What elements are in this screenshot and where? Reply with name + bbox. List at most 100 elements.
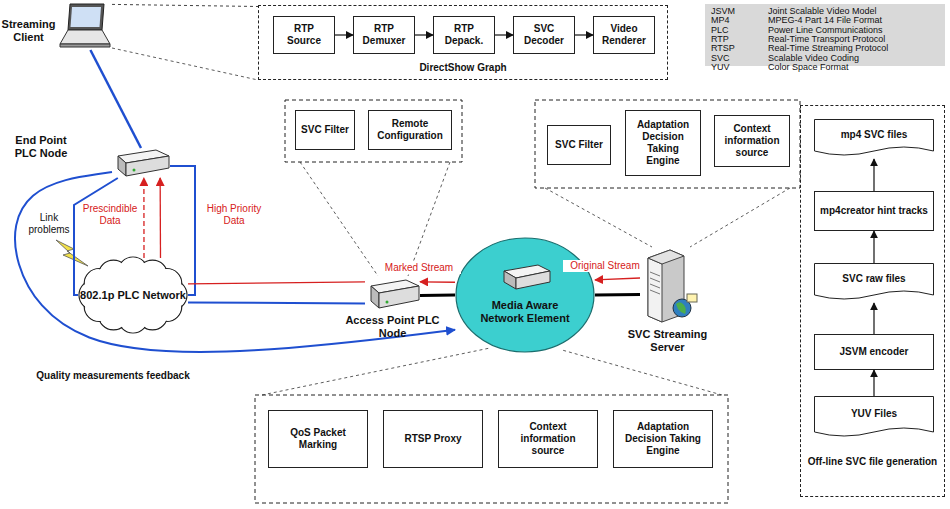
box-text: 802.1p PLC Network	[80, 289, 186, 302]
plc-node: End Point PLC Node	[112, 148, 170, 178]
table-abbreviation: PLC	[711, 26, 729, 35]
edge-label: Quality measurements feedback	[2, 370, 224, 382]
flow-arrow	[873, 231, 874, 263]
edge-label: High Priority Data	[201, 203, 267, 227]
leader-line	[112, 4, 258, 6]
document-outline	[815, 397, 934, 437]
stream-line	[188, 282, 365, 284]
table-description: Joint Scalable Video Model	[768, 7, 876, 16]
module-box: QoS Packet Marking	[268, 410, 368, 468]
table-description: Power Line Communications	[768, 26, 883, 35]
module-box: Remote Configuration	[368, 110, 452, 150]
device-front	[516, 271, 550, 289]
box-text: Video Renderer	[594, 21, 654, 49]
device-side	[118, 156, 126, 176]
device-led	[133, 169, 136, 172]
plc-node: Access Point PLC Node	[365, 278, 420, 310]
ellipse-drawing	[455, 237, 595, 353]
server-slot	[650, 278, 660, 282]
node-label: SVC Streaming Server	[615, 328, 720, 354]
table-abbreviation: YUV	[711, 63, 730, 72]
table-description: Real-Time Streaming Protocol	[768, 44, 888, 53]
lightning-bolt	[56, 240, 88, 266]
flow-arrow	[873, 370, 874, 396]
directshow-group: DirectShow Graph RTP Source RTP Demuxer RTP…	[258, 5, 668, 80]
leader-line	[690, 188, 790, 247]
document-outline	[815, 120, 934, 156]
leader-lines	[112, 48, 790, 395]
node-label: DirectShow Graph	[259, 62, 667, 74]
box-text: mp4creator hint tracks	[816, 203, 932, 219]
table-abbreviation: JSVM	[711, 7, 735, 16]
table-abbreviation: MP4	[711, 16, 730, 25]
group-outline	[255, 395, 728, 503]
stream-arrow	[420, 281, 455, 283]
module-box: Context information source	[714, 115, 790, 167]
module-box: SVC Filter	[547, 125, 611, 165]
box-text: JSVM encoder	[836, 344, 913, 360]
mane-ellipse: Media Aware Network Element	[455, 237, 595, 353]
leader-line	[300, 162, 378, 276]
client-laptop: Streaming Client	[58, 2, 112, 50]
doc-shape	[815, 397, 934, 437]
box-text: SVC Filter	[551, 137, 607, 153]
server-slot	[650, 290, 660, 294]
edge-label: Marked Stream	[377, 262, 461, 274]
filter-box: Video Renderer	[593, 16, 655, 54]
filter-box: RTP Depack.	[433, 16, 495, 54]
table-description: Scalable Video Coding	[768, 54, 859, 63]
flow-arrow	[575, 34, 593, 35]
node-label: Streaming Client	[1, 18, 56, 44]
node-label: Off-line SVC file generation	[801, 456, 944, 468]
globe-land	[676, 302, 686, 314]
group-outline	[535, 100, 800, 188]
laptop-screen	[68, 4, 104, 30]
device-drawing	[365, 278, 420, 310]
flow-arrow	[415, 34, 433, 35]
box-text: Adaptation Decision Taking Engine	[614, 419, 712, 459]
box-text: SVC raw files	[838, 271, 909, 287]
box-text: SVC Decoder	[514, 21, 574, 49]
leader-line	[545, 188, 652, 247]
ellipse-shape	[456, 238, 594, 352]
file-document: SVC raw files	[814, 263, 934, 303]
device-shape	[118, 150, 169, 176]
server-slot	[650, 272, 660, 276]
backbone-link	[420, 294, 455, 298]
mane-outline	[456, 238, 594, 352]
flow-arrow	[335, 34, 353, 35]
cloud-shape	[79, 257, 187, 333]
module-box: RTSP Proxy	[383, 410, 483, 468]
box-text: SVC Filter	[297, 122, 353, 138]
table-description: Real-Time Transport Protocol	[768, 35, 885, 44]
device-shape	[371, 280, 419, 308]
table-abbreviation: RTP	[711, 35, 729, 44]
device-side	[371, 286, 379, 308]
filter-box: RTP Demuxer	[353, 16, 415, 54]
data-arrow	[143, 178, 144, 258]
box-text: Remote Configuration	[369, 116, 451, 144]
device-drawing	[112, 148, 170, 178]
network-cloud: 802.1p PLC Network	[78, 258, 188, 332]
laptop-edge	[60, 44, 110, 47]
edge-label: Prescindible Data	[79, 203, 141, 227]
device-led	[386, 301, 389, 304]
document-outline	[815, 264, 934, 300]
file-document: mp4 SVC files	[814, 119, 934, 159]
box-text: Context information source	[715, 121, 789, 161]
group-outline	[285, 100, 462, 162]
flow-arrow	[873, 159, 874, 191]
abbreviation-table	[705, 4, 945, 66]
laptop-display	[71, 7, 102, 27]
server-top	[648, 250, 684, 264]
node-label: End Point PLC Node	[4, 134, 78, 160]
leader-line	[262, 348, 490, 395]
filter-box: RTP Source	[273, 16, 335, 54]
box-text: RTP Depack.	[434, 21, 494, 49]
laptop-base	[60, 30, 110, 44]
device-side	[504, 271, 516, 289]
folder-icon	[687, 294, 697, 302]
server-slot	[650, 284, 660, 288]
flow-arrow	[495, 34, 513, 35]
node-label: Media Aware Network Element	[475, 299, 575, 325]
